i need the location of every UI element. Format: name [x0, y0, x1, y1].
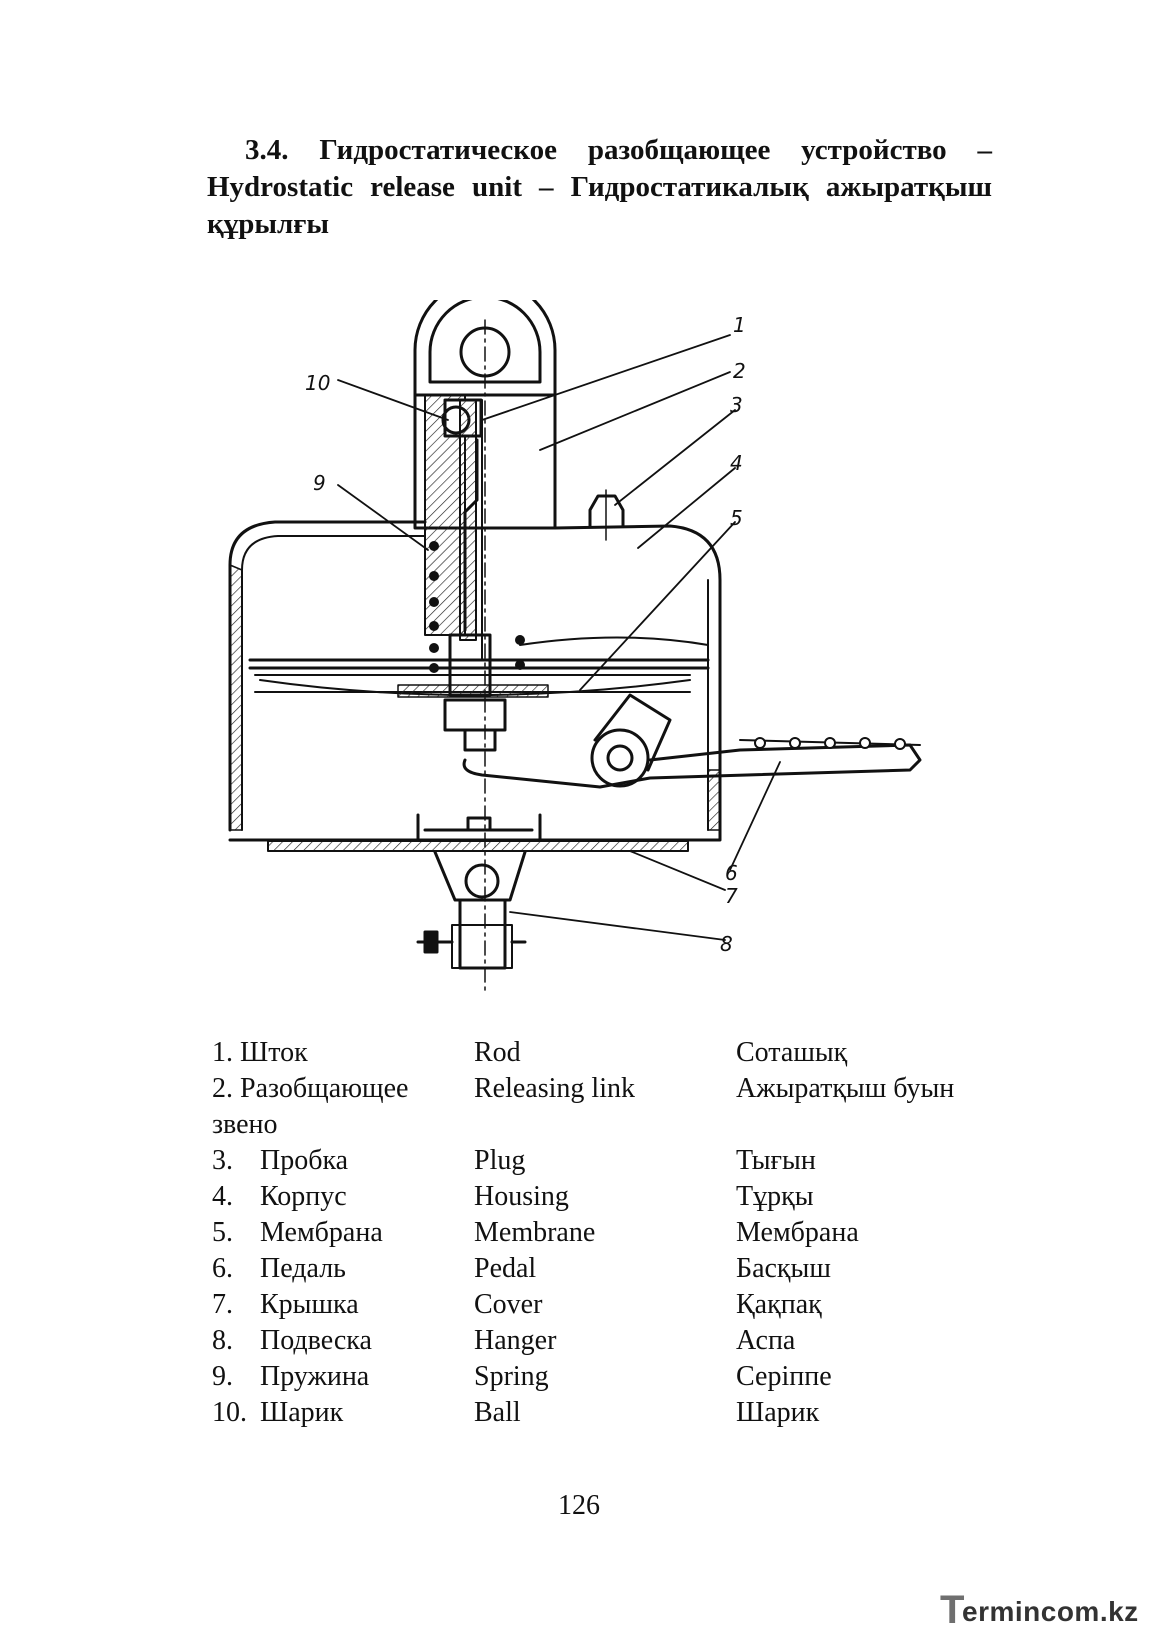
heading-word: Гидростатикалық: [570, 171, 809, 203]
legend-english: Spring: [474, 1361, 549, 1392]
legend-row: 2.Разобщающее Releasing link Ажыратқыш б…: [212, 1071, 992, 1107]
legend-number: 2.: [212, 1073, 233, 1104]
legend-number: 10.: [212, 1397, 247, 1428]
legend-russian: Шарик: [260, 1397, 344, 1428]
legend-number: 3.: [212, 1145, 233, 1176]
pedal: [462, 743, 922, 789]
legend-russian: Шток: [240, 1037, 308, 1068]
legend-russian: Пружина: [260, 1361, 370, 1392]
hanger: [433, 850, 527, 902]
release-unit-drawing: 1 2 3 4 5 6 7 8 9 10: [228, 300, 922, 991]
callout-9: 9: [313, 471, 326, 495]
legend-russian: Педаль: [260, 1253, 346, 1284]
heading-word: –: [977, 134, 992, 166]
legend-russian: Разобщающее: [240, 1073, 409, 1104]
heading-word: ажыратқыш: [825, 171, 992, 203]
legend-kazakh: Соташық: [736, 1037, 848, 1068]
legend-kazakh: Қақпақ: [736, 1289, 822, 1320]
legend-row: 4. Корпус Housing Тұрқы: [212, 1179, 992, 1215]
technical-drawing: 1 2 3 4 5 6 7 8 9 10: [220, 300, 980, 1010]
legend-row-continuation: звено: [212, 1107, 992, 1143]
heading-word: unit: [472, 171, 522, 203]
cover: [267, 840, 689, 852]
heading-word: разобщающее: [587, 134, 771, 166]
legend-number: 6.: [212, 1253, 233, 1284]
legend-row: 10. Шарик Ball Шарик: [212, 1395, 992, 1431]
heading-word: release: [370, 171, 455, 203]
legend-russian: Подвеска: [260, 1325, 372, 1356]
page-number: 126: [558, 1490, 600, 1521]
logo-text: ermincom.kz: [962, 1596, 1139, 1627]
membrane: [248, 658, 710, 670]
site-watermark-logo: T ermincom.kz: [940, 1588, 1150, 1632]
legend-russian: Корпус: [260, 1181, 347, 1212]
legend-number: 9.: [212, 1361, 233, 1392]
legend-row: 1.Шток Rod Соташық: [212, 1035, 992, 1071]
legend-row: 9. Пружина Spring Серіппе: [212, 1359, 992, 1395]
legend-english: Ball: [474, 1397, 521, 1428]
callout-6: 6: [725, 861, 738, 885]
legend-number: 4.: [212, 1181, 233, 1212]
callout-10: 10: [305, 371, 330, 395]
legend-kazakh: Шарик: [736, 1397, 820, 1428]
heading-word: устройство: [801, 134, 947, 166]
callout-3: 3: [730, 393, 743, 417]
legend-russian: Мембрана: [260, 1217, 383, 1248]
legend-number: 5.: [212, 1217, 233, 1248]
logo-letter: T: [940, 1588, 965, 1632]
legend-row: 3. Пробка Plug Тығын: [212, 1143, 992, 1179]
legend-english: Rod: [474, 1037, 521, 1068]
pedal-pivot: [590, 728, 650, 788]
heading-word: Hydrostatic: [207, 171, 354, 203]
legend-kazakh: Тұрқы: [736, 1181, 814, 1212]
callout-5: 5: [730, 506, 743, 530]
spring: [429, 541, 439, 673]
heading-word: 3.4.: [245, 134, 289, 166]
parts-legend: 1.Шток Rod Соташық 2.Разобщающее Releasi…: [212, 1035, 992, 1431]
head-outline: [413, 300, 557, 397]
legend-number: 8.: [212, 1325, 233, 1356]
callout-1: 1: [733, 313, 746, 337]
legend-kazakh: Басқыш: [736, 1253, 831, 1284]
callout-2: 2: [733, 359, 746, 383]
heading-line-2: Hydrostatic release unit – Гидростатикал…: [207, 169, 992, 206]
callout-7: 7: [725, 884, 738, 908]
legend-english: Housing: [474, 1181, 569, 1212]
legend-english: Releasing link: [474, 1073, 635, 1104]
legend-english: Membrane: [474, 1217, 596, 1248]
legend-row: 5. Мембрана Membrane Мембрана: [212, 1215, 992, 1251]
legend-english: Pedal: [474, 1253, 537, 1284]
legend-kazakh: Ажыратқыш буын: [736, 1073, 955, 1104]
heading-line-3: құрылғы: [207, 208, 330, 240]
callout-4: 4: [730, 451, 743, 475]
heading-word: Гидростатическое: [319, 134, 558, 166]
legend-russian: Крышка: [260, 1289, 359, 1320]
legend-english: Cover: [474, 1289, 543, 1320]
legend-number: 1.: [212, 1037, 233, 1068]
legend-english: Hanger: [474, 1325, 557, 1356]
legend-russian: Пробка: [260, 1145, 349, 1176]
heading-line-1: 3.4. Гидростатическое разобщающее устрой…: [207, 132, 992, 169]
legend-kazakh: Серіппе: [736, 1361, 832, 1392]
heading-word: –: [539, 171, 554, 203]
legend-kazakh: Мембрана: [736, 1217, 859, 1248]
section-heading: 3.4. Гидростатическое разобщающее устрой…: [207, 132, 992, 243]
legend-kazakh: Аспа: [736, 1325, 796, 1356]
legend-russian-continuation: звено: [212, 1109, 278, 1140]
legend-number: 7.: [212, 1289, 233, 1320]
legend-kazakh: Тығын: [736, 1145, 816, 1176]
legend-row: 7. Крышка Cover Қақпақ: [212, 1287, 992, 1323]
housing-outline: [228, 520, 722, 842]
legend-row: 8. Подвеска Hanger Аспа: [212, 1323, 992, 1359]
legend-row: 6. Педаль Pedal Басқыш: [212, 1251, 992, 1287]
callout-8: 8: [720, 932, 733, 956]
legend-english: Plug: [474, 1145, 526, 1176]
